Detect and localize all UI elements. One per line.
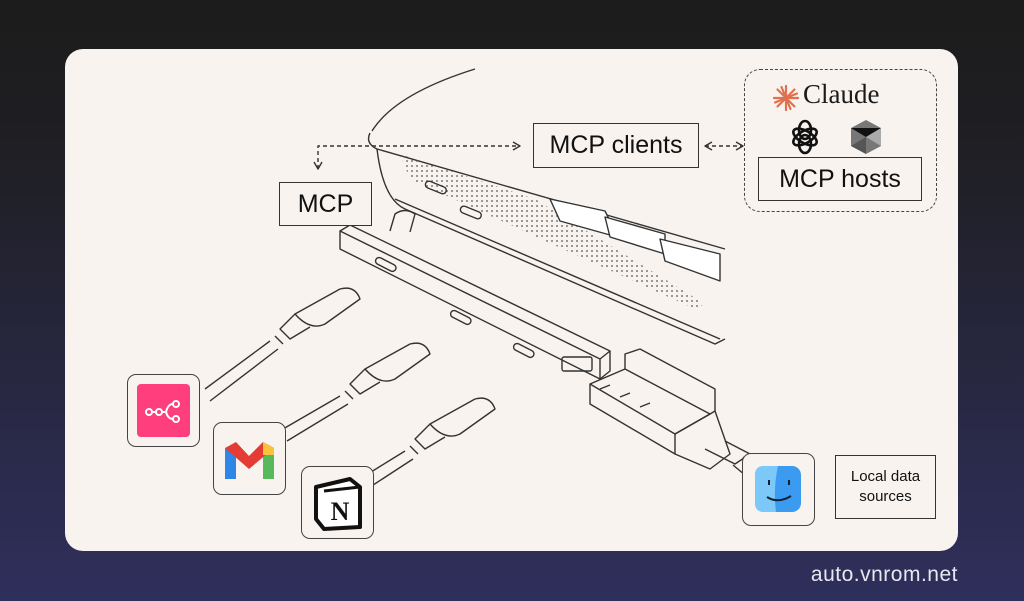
- mcp-hosts-label: MCP hosts: [758, 157, 922, 201]
- claude-logo-icon: [772, 84, 800, 112]
- laptop-base: [376, 148, 726, 345]
- n8n-logo-icon: [137, 384, 190, 437]
- finder-tile: [742, 453, 815, 526]
- cursor-logo-icon: [851, 120, 881, 154]
- laptop-hub-illustration: [204, 68, 766, 490]
- usb-c-cable-2: [282, 342, 431, 442]
- gmail-tile: [213, 422, 286, 495]
- laptop-lid: [371, 68, 476, 132]
- finder-logo-icon: [755, 466, 801, 512]
- n8n-tile: [127, 374, 200, 447]
- gmail-logo-icon: [225, 442, 274, 479]
- mcp-label: MCP: [279, 182, 372, 226]
- usb-c-cable-3: [362, 397, 496, 490]
- usb-c-cable-1: [204, 287, 361, 402]
- speaker-grille: [400, 154, 705, 309]
- svg-text:N: N: [331, 497, 350, 526]
- usb-hub: [339, 230, 601, 380]
- mcp-hosts-group: [744, 69, 937, 212]
- notion-tile: N: [301, 466, 374, 539]
- claude-wordmark: Claude: [803, 79, 880, 109]
- local-data-sources-label: Local data sources: [835, 455, 936, 519]
- diagram-card: MCP MCP clients Claude MCP hosts: [65, 49, 958, 551]
- openai-logo-icon: [792, 119, 818, 155]
- watermark: auto.vnrom.net: [810, 563, 958, 586]
- mcp-clients-label: MCP clients: [533, 123, 699, 168]
- notion-logo-icon: N: [314, 477, 362, 531]
